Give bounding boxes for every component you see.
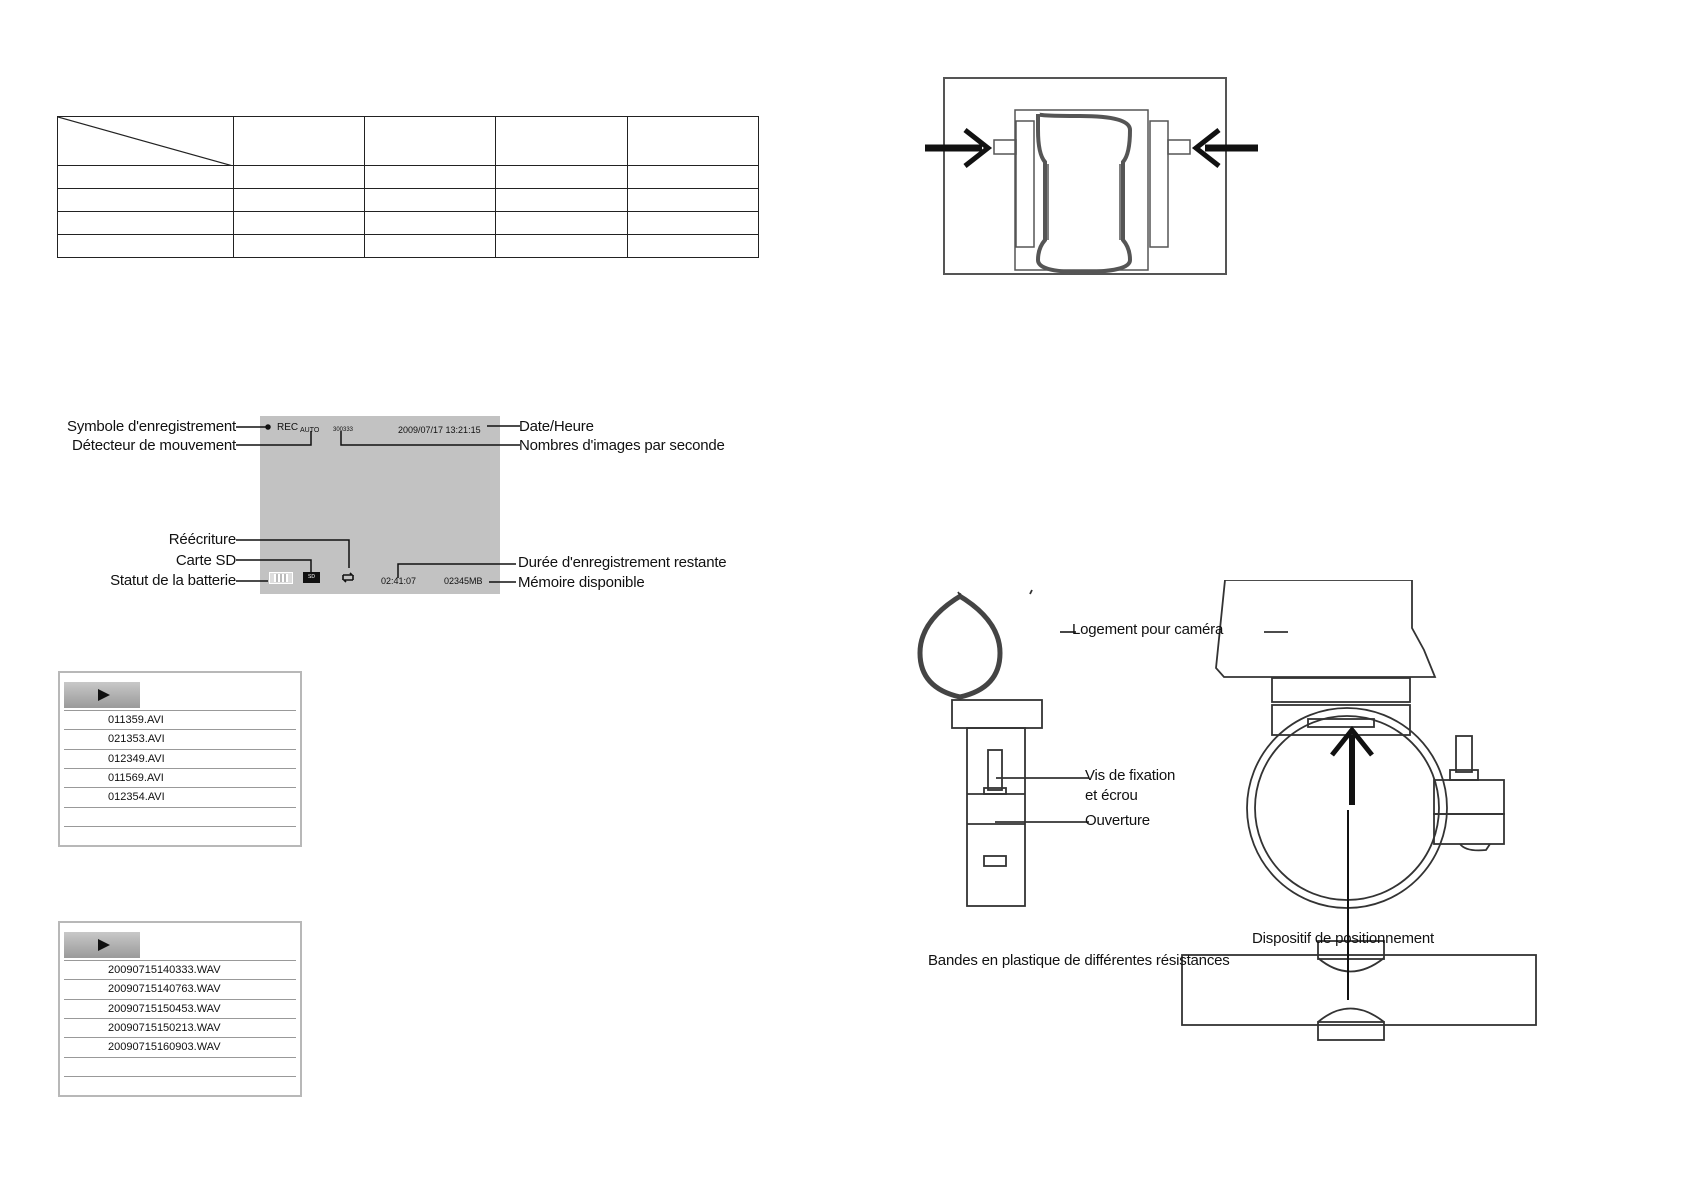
file-name: 20090715150213.WAV xyxy=(108,1021,221,1034)
label-fps: Nombres d'images par seconde xyxy=(519,437,725,454)
empty-table xyxy=(57,116,759,258)
file-row[interactable]: 011359.AVI xyxy=(64,710,296,730)
sd-card-icon: SD xyxy=(303,572,320,583)
clamp-diagram xyxy=(925,77,1258,275)
label-date-time: Date/Heure xyxy=(519,418,594,435)
file-name: 012349.AVI xyxy=(108,752,165,765)
rec-indicator: REC xyxy=(277,422,299,433)
file-row[interactable]: 011569.AVI xyxy=(64,767,296,788)
label-memory: Mémoire disponible xyxy=(518,574,645,591)
label-motion-detector: Détecteur de mouvement xyxy=(71,437,236,454)
file-row[interactable] xyxy=(64,1075,296,1096)
label-plastic-strips: Bandes en plastique de différentes résis… xyxy=(928,952,1230,969)
label-overwrite: Réécriture xyxy=(168,531,236,548)
file-row[interactable]: 021353.AVI xyxy=(64,729,296,749)
file-name: 20090715140763.WAV xyxy=(108,983,221,996)
label-positioning: Dispositif de positionnement xyxy=(1252,930,1435,947)
memory-indicator: 02345MB xyxy=(444,576,483,586)
label-remaining-time: Durée d'enregistrement restante xyxy=(518,554,727,571)
file-name: 011359.AVI xyxy=(108,714,164,726)
file-name: 20090715160903.WAV xyxy=(108,1041,221,1054)
diagonal-header-cell xyxy=(57,116,234,166)
label-rec-symbol: Symbole d'enregistrement xyxy=(67,418,236,435)
remaining-time-indicator: 02:41:07 xyxy=(381,576,417,586)
file-row[interactable]: 20090715140333.WAV xyxy=(64,960,296,980)
file-row[interactable] xyxy=(64,806,296,827)
audio-file-list: 20090715140333.WAV 20090715140763.WAV 2009… xyxy=(58,921,302,1097)
file-row[interactable]: 20090715150453.WAV xyxy=(64,998,296,1019)
play-button[interactable] xyxy=(64,682,140,708)
overwrite-icon xyxy=(342,572,354,583)
file-row[interactable]: 20090715140763.WAV xyxy=(64,979,296,999)
file-row[interactable]: 012354.AVI xyxy=(64,787,296,807)
label-camera-housing: Logement pour caméra xyxy=(1072,621,1224,638)
auto-indicator: AUTO xyxy=(300,427,320,434)
fps-indicator: 300333 xyxy=(333,427,354,433)
label-opening: Ouverture xyxy=(1085,812,1150,829)
video-file-list: 011359.AVI 021353.AVI 012349.AVI 011569.AVI… xyxy=(58,671,302,847)
label-nut: et écrou xyxy=(1085,787,1138,804)
battery-icon xyxy=(269,572,293,584)
file-name: 20090715150453.WAV xyxy=(108,1002,221,1015)
file-row[interactable] xyxy=(64,825,296,846)
label-battery: Statut de la batterie xyxy=(110,572,236,589)
file-name: 021353.AVI xyxy=(108,733,165,746)
file-name: 20090715140333.WAV xyxy=(108,964,221,976)
mount-diagram xyxy=(917,580,1537,1041)
file-name: 012354.AVI xyxy=(108,791,165,804)
datetime-indicator: 2009/07/17 13:21:15 xyxy=(398,425,481,435)
file-row[interactable]: 20090715160903.WAV xyxy=(64,1037,296,1057)
file-row[interactable]: 012349.AVI xyxy=(64,748,296,769)
label-screw: Vis de fixation xyxy=(1085,767,1176,784)
file-name: 011569.AVI xyxy=(108,771,164,784)
file-row[interactable]: 20090715150213.WAV xyxy=(64,1017,296,1038)
label-sd-card: Carte SD xyxy=(175,552,236,569)
file-row[interactable] xyxy=(64,1056,296,1077)
play-button[interactable] xyxy=(64,932,140,958)
